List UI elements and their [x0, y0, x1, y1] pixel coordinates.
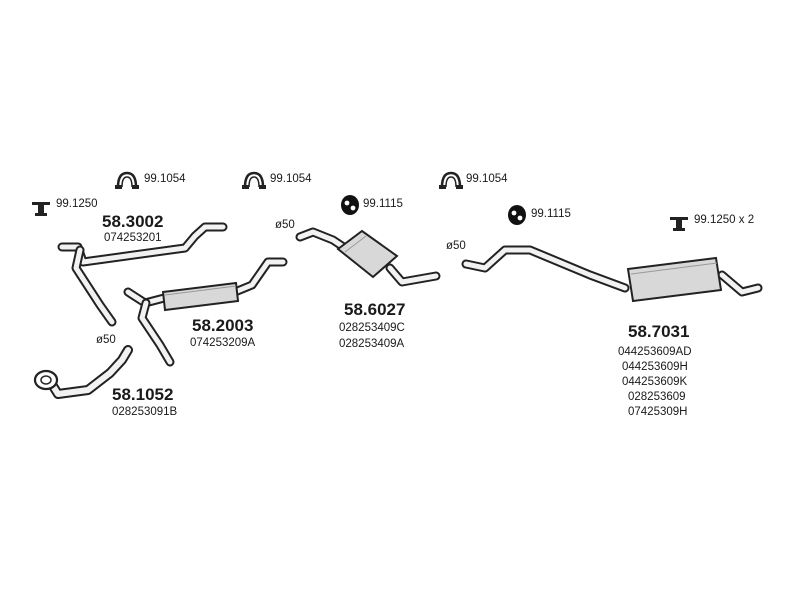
oem-number: 044253609K	[622, 376, 688, 388]
bracket-label: 99.1250	[56, 198, 98, 210]
diameter-label: ø50	[275, 219, 295, 231]
oem-number: 028253609	[628, 391, 686, 403]
clamp-label: 99.1054	[144, 173, 186, 185]
oem-number: 044253609AD	[618, 346, 692, 358]
part-number: 58.6027	[344, 300, 406, 319]
downpipe-58-1052	[33, 345, 133, 399]
part-number: 58.7031	[628, 322, 690, 341]
rubber-mount-icon	[508, 205, 526, 225]
part-number: 58.2003	[192, 316, 254, 335]
bracket-label: 99.1250 x 2	[694, 214, 755, 226]
rear-silencer-58-7031	[461, 245, 763, 303]
oem-number: 044253609H	[622, 361, 688, 373]
oem-number: 07425309H	[628, 406, 688, 418]
oem-number: 074253201	[104, 232, 162, 244]
center-silencer-58-6027	[295, 227, 441, 287]
oem-number: 074253209A	[190, 337, 256, 349]
part-number: 58.3002	[102, 212, 164, 231]
oem-number: 028253409C	[339, 322, 405, 334]
oem-number: 028253409A	[339, 338, 405, 350]
rubber-mount-label: 99.1115	[531, 208, 571, 220]
oem-number: 028253091B	[112, 406, 178, 418]
bracket-icon	[32, 202, 50, 216]
clamp-label: 99.1054	[270, 173, 312, 185]
front-pipe-58-3002	[57, 222, 228, 327]
intermediate-pipe-58-2003	[123, 257, 288, 367]
rubber-mount-label: 99.1115	[363, 198, 403, 210]
clamp-icon	[242, 171, 266, 189]
clamp-label: 99.1054	[466, 173, 508, 185]
rubber-mount-icon	[341, 195, 359, 215]
diameter-label: ø50	[446, 240, 466, 252]
clamp-icon	[439, 171, 463, 189]
part-number: 58.1052	[112, 385, 174, 404]
bracket-icon	[670, 217, 688, 231]
diameter-label: ø50	[96, 334, 116, 346]
clamp-icon	[115, 171, 139, 189]
